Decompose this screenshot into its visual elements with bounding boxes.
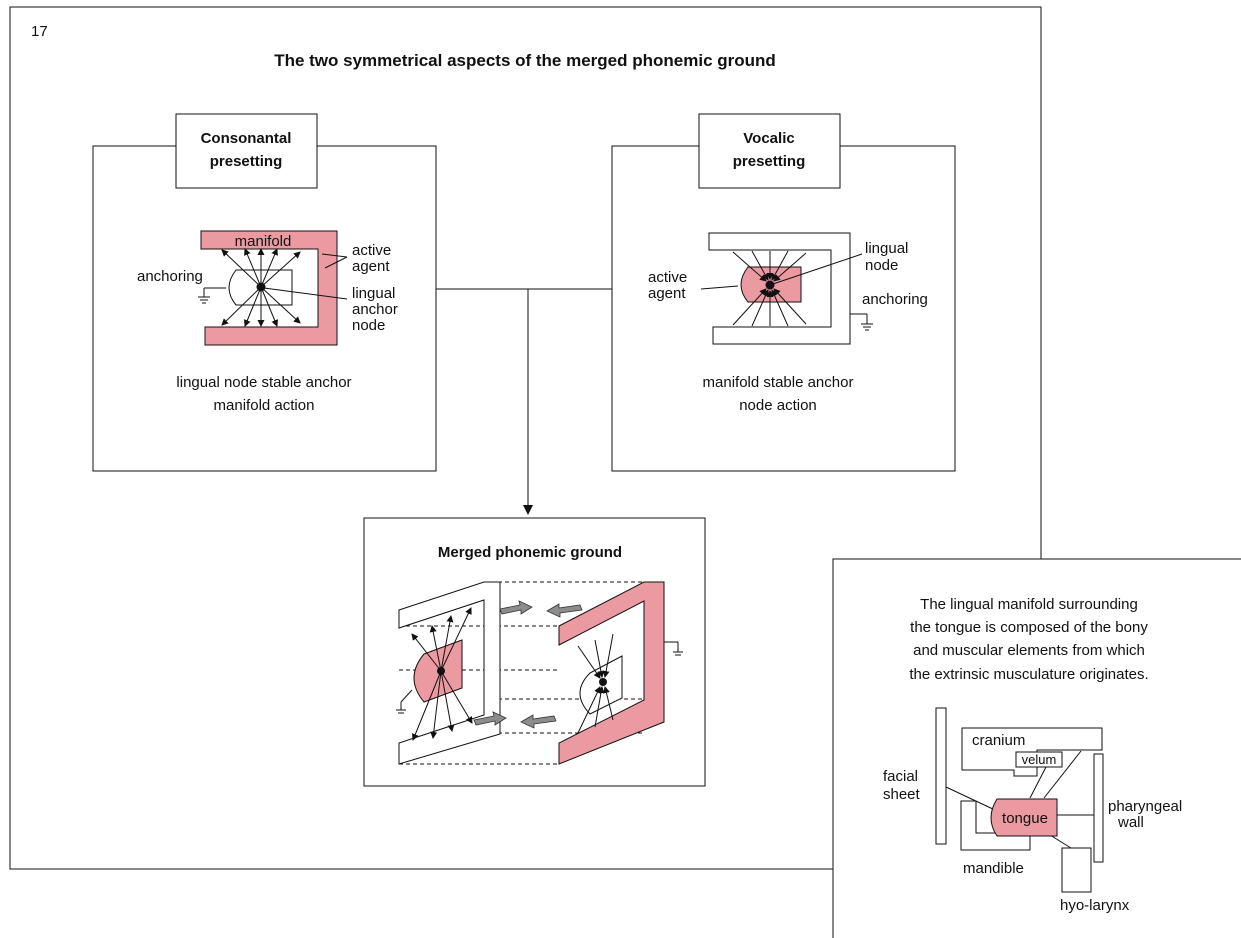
inset-hyo-larynx-label: hyo-larynx <box>1060 897 1130 914</box>
consonantal-panel: Consonantal presetting <box>92 113 437 472</box>
inset-text-3: and muscular elements from which <box>913 642 1145 659</box>
merged-right-node-dot <box>599 678 607 686</box>
consonantal-active-agent-1: active <box>352 242 391 259</box>
vocalic-panel: Vocalic presetting <box>611 113 956 472</box>
consonantal-lingual-1: lingual <box>352 285 395 302</box>
velum-shape <box>1015 751 1063 768</box>
facial-sheet-shape <box>935 707 947 845</box>
inset-cranium-label: cranium <box>972 732 1025 749</box>
vocalic-manifold <box>708 232 851 345</box>
vocalic-node-dot <box>765 280 775 290</box>
inset-mandible-label: mandible <box>963 860 1024 877</box>
merged-right-ground-icon <box>664 641 683 656</box>
vocalic-leader-lines <box>700 253 863 290</box>
pharyngeal-wall-shape <box>1093 753 1104 863</box>
consonantal-heading-box <box>175 113 318 189</box>
page-title: The two symmetrical aspects of the merge… <box>274 51 776 70</box>
vocalic-lingual-2: node <box>865 257 898 274</box>
merged-panel: Merged phonemic ground <box>363 517 706 787</box>
inset-text-2: the tongue is composed of the bony <box>910 619 1148 636</box>
inset-pharyngeal-2: wall <box>1117 814 1144 831</box>
inset-facial-1: facial <box>883 768 918 785</box>
consonantal-active-agent-2: agent <box>352 258 390 275</box>
consonantal-ground-icon <box>198 287 226 304</box>
inset-text-4: the extrinsic musculature originates. <box>909 666 1148 683</box>
vocalic-converging-arrows <box>732 250 807 327</box>
merged-left-radiating-arrows <box>411 607 473 741</box>
merged-left-manifold <box>398 581 501 765</box>
consonantal-manifold-label: manifold <box>235 233 292 250</box>
inset-tongue-shape <box>990 798 1058 837</box>
vocalic-caption-1: manifold stable anchor <box>703 374 854 391</box>
vocalic-heading-box <box>698 113 841 189</box>
merged-right-manifold <box>558 581 665 765</box>
vocalic-active-agent-2: agent <box>648 285 686 302</box>
merged-right-converging-arrows <box>577 633 614 734</box>
merged-left-ground-icon <box>396 689 413 714</box>
inset-tongue-label: tongue <box>1002 810 1048 827</box>
consonantal-heading-2: presetting <box>210 153 283 170</box>
consonantal-lingual-3: node <box>352 317 385 334</box>
consonantal-leader-lines <box>263 253 348 300</box>
inset-velum-label: velum <box>1022 752 1057 767</box>
inset-text-1: The lingual manifold surrounding <box>920 596 1138 613</box>
vocalic-heading-2: presetting <box>733 153 806 170</box>
connector-lines <box>436 288 612 515</box>
vocalic-lingual-1: lingual <box>865 240 908 257</box>
main-frame <box>9 6 1042 870</box>
consonantal-caption-2: manifold action <box>214 397 315 414</box>
vocalic-active-agent-1: active <box>648 269 687 286</box>
inset-panel: The lingual manifold surrounding the ton… <box>832 558 1241 938</box>
vocalic-ground-icon <box>850 313 873 331</box>
vocalic-heading-1: Vocalic <box>743 130 794 147</box>
vocalic-anchoring: anchoring <box>862 291 928 308</box>
consonantal-heading-1: Consonantal <box>201 130 292 147</box>
vocalic-caption-2: node action <box>739 397 817 414</box>
inset-connector-lines <box>945 750 1094 849</box>
hyo-larynx-shape <box>1061 847 1092 893</box>
consonantal-anchoring: anchoring <box>137 268 203 285</box>
merged-heading: Merged phonemic ground <box>438 544 622 561</box>
consonantal-manifold <box>200 230 338 346</box>
inset-facial-2: sheet <box>883 786 921 803</box>
inset-pharyngeal-1: pharyngeal <box>1108 798 1182 815</box>
merged-grey-arrows <box>473 600 583 729</box>
consonantal-lingual-2: anchor <box>352 301 398 318</box>
consonantal-radiating-arrows <box>221 248 301 327</box>
page-number: 17 <box>31 23 48 40</box>
consonantal-caption-1: lingual node stable anchor <box>176 374 351 391</box>
